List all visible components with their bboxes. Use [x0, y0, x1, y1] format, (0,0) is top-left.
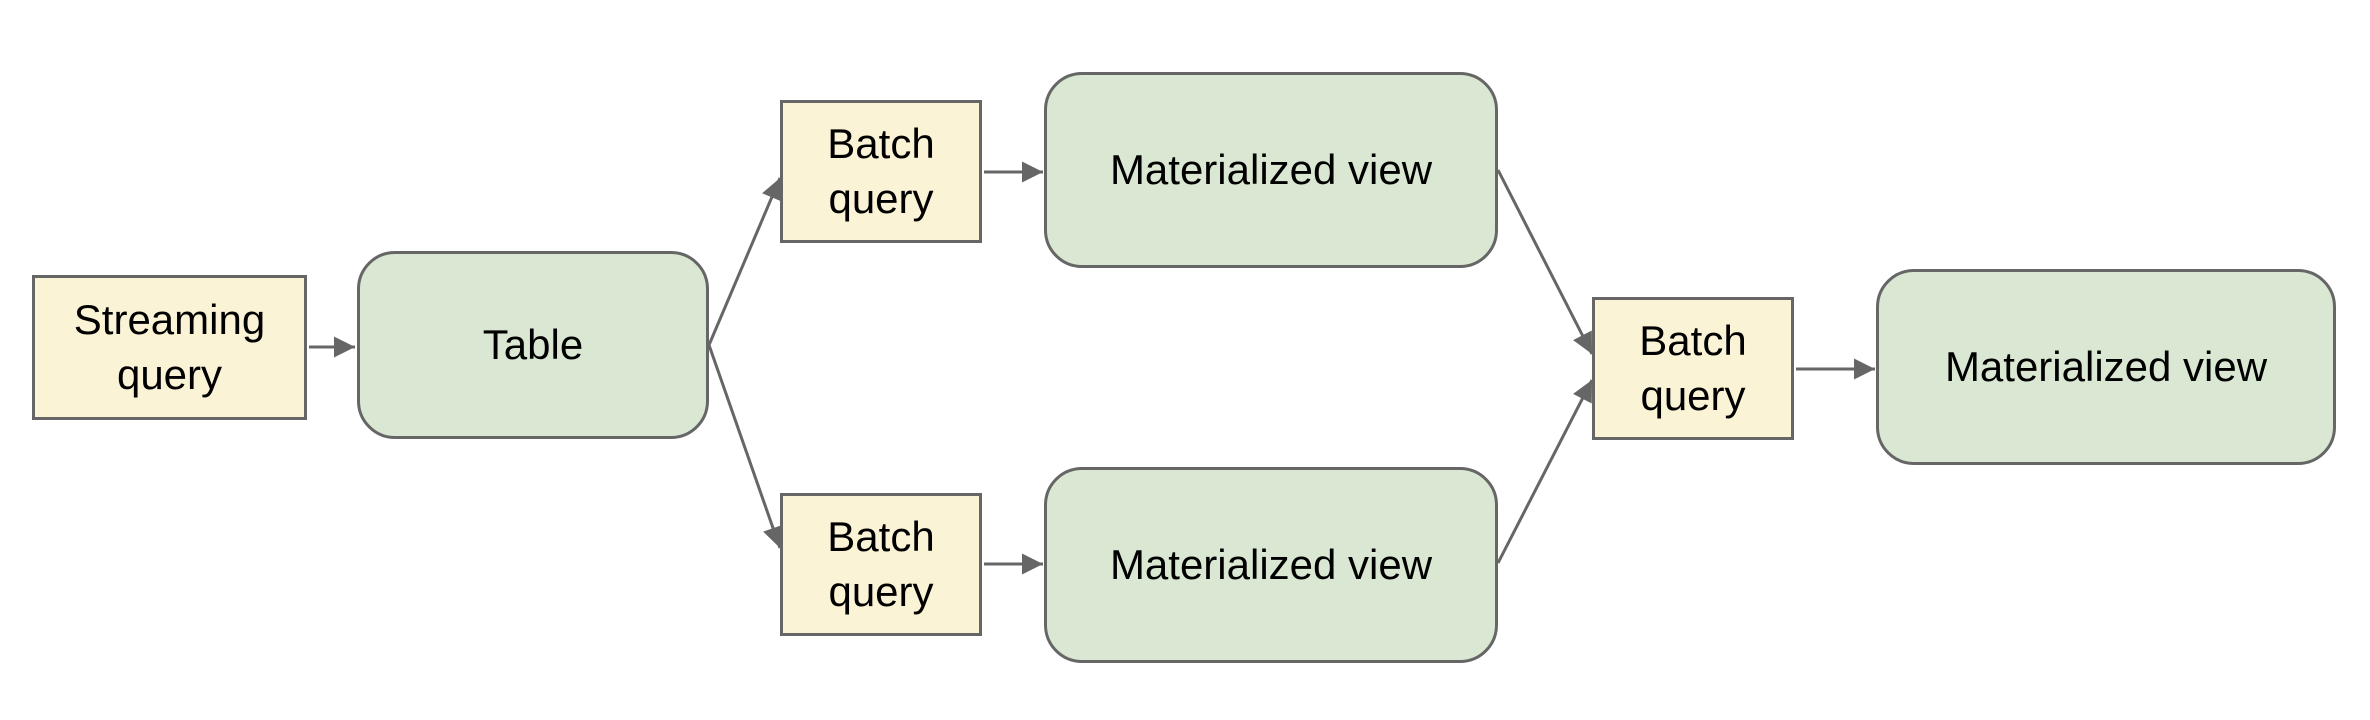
node-streaming-query: Streaming query	[32, 275, 307, 420]
node-streaming-query-label: Streaming query	[73, 295, 266, 398]
node-materialized-view-right-label: Materialized view	[1944, 342, 2268, 390]
node-table-label: Table	[482, 320, 584, 368]
node-materialized-view-top: Materialized view	[1044, 72, 1498, 268]
node-batch-query-bottom: Batch query	[780, 493, 982, 636]
node-materialized-view-top-label: Materialized view	[1109, 145, 1433, 193]
node-materialized-view-bottom: Materialized view	[1044, 467, 1498, 663]
node-batch-query-bottom-label: Batch query	[827, 512, 935, 615]
node-materialized-view-right: Materialized view	[1876, 269, 2336, 465]
edge-materialized-view-bottom-to-batch-query-center	[1496, 379, 1594, 564]
node-batch-query-top-label: Batch query	[827, 119, 935, 222]
node-batch-query-top: Batch query	[780, 100, 982, 243]
edge-materialized-view-top-to-batch-query-center	[1496, 169, 1594, 355]
node-materialized-view-bottom-label: Materialized view	[1109, 540, 1433, 588]
edge-table-to-batch-query-top	[707, 177, 782, 346]
node-batch-query-center-label: Batch query	[1639, 316, 1747, 419]
edge-table-to-batch-query-bottom	[707, 344, 783, 549]
node-batch-query-center: Batch query	[1592, 297, 1794, 440]
node-table: Table	[357, 251, 709, 439]
